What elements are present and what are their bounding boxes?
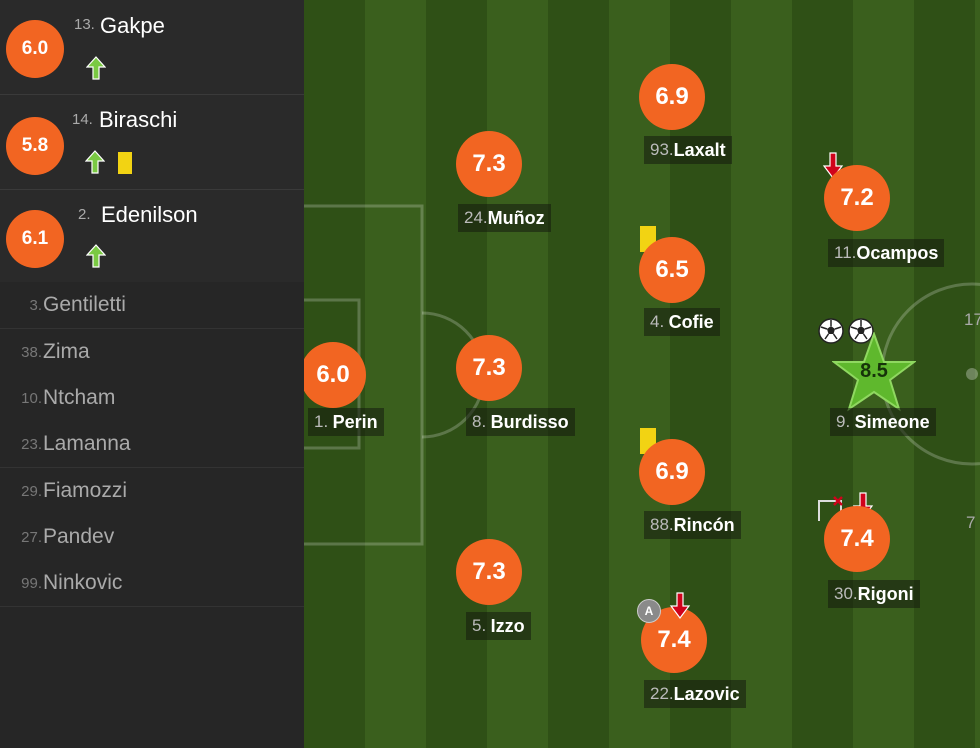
player-name: Gakpe: [100, 13, 165, 38]
football-icon: [848, 318, 874, 344]
player-number: 13.: [74, 16, 95, 33]
player-number: 9.: [836, 412, 851, 431]
arrow-up-icon: [86, 244, 106, 268]
bench-row[interactable]: 3. Gentiletti: [0, 282, 304, 329]
offscreen-player-number: 7: [966, 513, 976, 532]
player-number: 5.: [472, 616, 487, 635]
rating-badge: 6.9: [639, 439, 705, 505]
substitutes-panel: 6.0 13. Gakpe 5.8 14. Biraschi 6.1 2. Ed…: [0, 0, 304, 748]
player-label: 11. Ocampos: [828, 239, 945, 267]
captain-badge-icon: A: [637, 599, 661, 623]
pitch: 6.0 1. Perin 7.3 24. Muñoz 7.3 8. Burdis…: [304, 0, 980, 748]
rating-badge: 7.3: [456, 335, 522, 401]
player-number: 24.: [464, 208, 488, 227]
player-name: Gentiletti: [43, 293, 126, 316]
player-label: 1. Perin: [308, 408, 384, 436]
player-number: 38.: [21, 344, 42, 361]
player-name: Burdisso: [490, 411, 569, 432]
player-number: 29.: [21, 483, 42, 500]
rating-badge: 6.9: [639, 64, 705, 130]
player-number: 22.: [650, 684, 674, 703]
player-number: 14.: [72, 111, 93, 128]
bench-row[interactable]: 23. Lamanna: [0, 421, 304, 468]
player-name: Zima: [43, 340, 90, 363]
yellow-card-icon: [118, 152, 132, 174]
player-label: 5. Izzo: [466, 612, 531, 640]
player-name: Lamanna: [43, 432, 131, 455]
bench-row[interactable]: 99. Ninkovic: [0, 560, 304, 607]
star-icon: [832, 332, 916, 412]
rating-badge: 8.5: [860, 360, 888, 382]
bench-row[interactable]: 27. Pandev: [0, 514, 304, 561]
player-name: Rigoni: [857, 583, 914, 604]
player-label: 9. Simeone: [830, 408, 936, 436]
player-name: Biraschi: [99, 107, 178, 132]
player-name: Rincón: [673, 514, 735, 535]
player-number: 2.: [78, 206, 91, 223]
offscreen-player-number: 17: [964, 310, 980, 329]
rating-badge: 6.5: [639, 237, 705, 303]
player-name: Ntcham: [43, 386, 116, 409]
player-number: 10.: [21, 390, 42, 407]
bench-row[interactable]: 29. Fiamozzi: [0, 468, 304, 515]
player-number: 3.: [29, 297, 42, 314]
substitute-row[interactable]: 5.8 14. Biraschi: [0, 95, 304, 190]
player-number: 8.: [472, 412, 487, 431]
player-name: Lazovic: [673, 683, 740, 704]
arrow-up-icon: [85, 150, 105, 174]
player-name: Fiamozzi: [43, 479, 128, 502]
player-label: 30. Rigoni: [828, 580, 920, 608]
player-name: Simeone: [854, 411, 930, 432]
player-number: 4.: [650, 312, 665, 331]
player-number: 11.: [834, 243, 857, 262]
player-name: Edenilson: [101, 202, 198, 227]
player-number: 30.: [834, 584, 858, 603]
football-icon: [818, 318, 844, 344]
rating-badge: 6.1: [6, 210, 64, 268]
rating-badge: 5.8: [6, 117, 64, 175]
bench-row[interactable]: 38. Zima: [0, 329, 304, 376]
player-label: 88. Rincón: [644, 511, 741, 539]
player-number: 88.: [650, 515, 674, 534]
player-name: Ninkovic: [43, 571, 123, 594]
substitute-row[interactable]: 6.0 13. Gakpe: [0, 0, 304, 95]
substitute-row[interactable]: 6.1 2. Edenilson: [0, 190, 304, 283]
player-name: Laxalt: [673, 139, 726, 160]
player-name: Perin: [332, 411, 378, 432]
bench-row[interactable]: 10. Ntcham: [0, 375, 304, 422]
player-name: Ocampos: [856, 242, 939, 263]
player-label: 93. Laxalt: [644, 136, 732, 164]
rating-badge: 7.3: [456, 131, 522, 197]
rating-badge: 6.0: [304, 342, 366, 408]
rating-badge: 7.3: [456, 539, 522, 605]
player-name: Pandev: [43, 525, 115, 548]
player-number: 1.: [314, 412, 329, 431]
player-label: 22. Lazovic: [644, 680, 746, 708]
player-number: 27.: [21, 529, 42, 546]
player-number: 93.: [650, 140, 674, 159]
player-label: 24. Muñoz: [458, 204, 551, 232]
player-name: Izzo: [490, 615, 525, 636]
arrow-up-icon: [86, 56, 106, 80]
player-name: Muñoz: [487, 207, 545, 228]
rating-badge: 7.4: [824, 506, 890, 572]
player-label: 8. Burdisso: [466, 408, 575, 436]
rating-badge: 6.0: [6, 20, 64, 78]
player-label: 4. Cofie: [644, 308, 720, 336]
arrow-down-icon: [669, 592, 691, 619]
player-name: Cofie: [668, 311, 714, 332]
rating-badge: 7.2: [824, 165, 890, 231]
player-number: 99.: [21, 575, 42, 592]
player-number: 23.: [21, 436, 42, 453]
